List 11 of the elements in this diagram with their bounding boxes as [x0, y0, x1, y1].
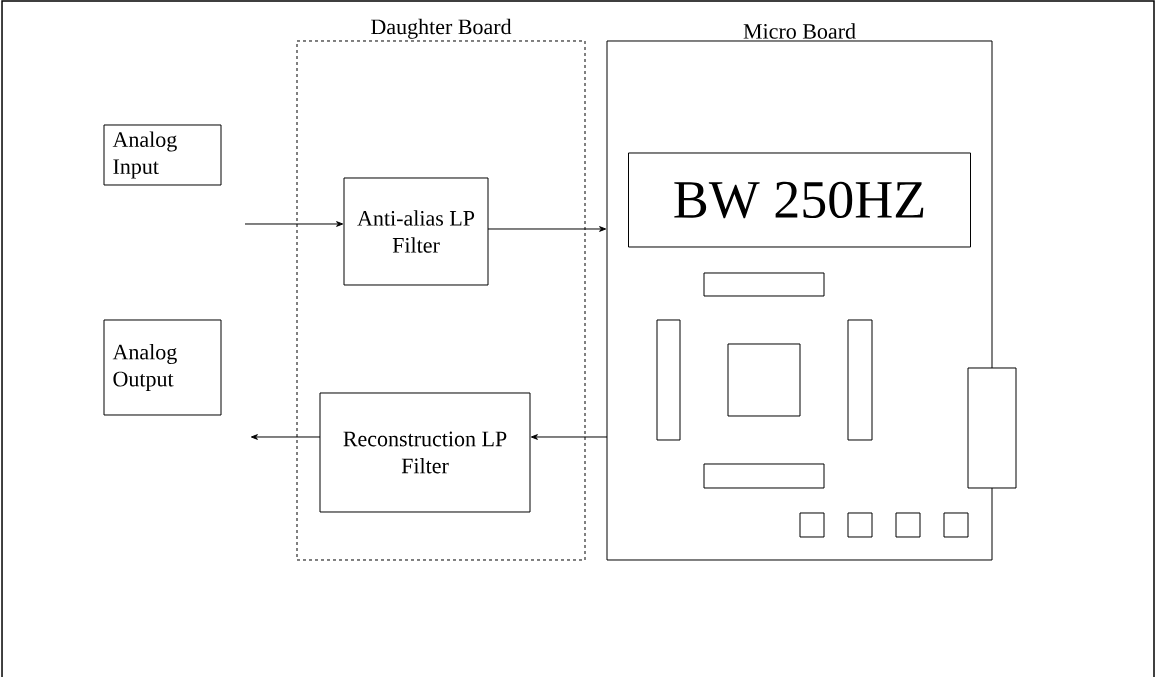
filter-box: Anti-alias LP Filter	[343, 177, 489, 286]
label-box: Analog Input	[103, 124, 222, 186]
node-label: Micro Board	[743, 23, 856, 39]
display-box: BW 250HZ	[628, 152, 971, 248]
label-box: Analog Output	[103, 319, 222, 416]
node-label: Daughter Board	[371, 18, 512, 39]
arrow	[530, 434, 608, 440]
filter-box: Reconstruction LP Filter	[319, 392, 531, 513]
arrow	[244, 221, 344, 227]
arrow	[487, 226, 607, 232]
arrow	[250, 434, 321, 440]
